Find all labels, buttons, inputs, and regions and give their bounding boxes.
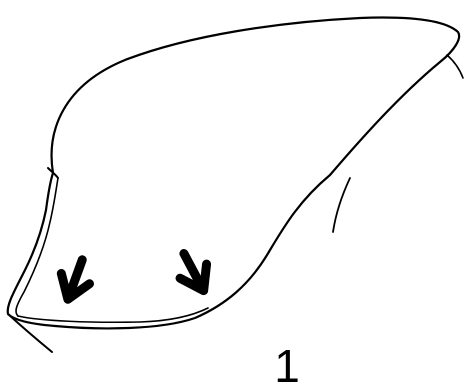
outline-inner-bottom <box>18 308 208 322</box>
outline-branch-right <box>333 178 350 232</box>
outline-mark-top-right <box>447 55 463 78</box>
figure-number-label: 1 <box>262 340 312 392</box>
arrow-right <box>171 246 217 297</box>
arrow-left <box>54 255 97 305</box>
outline-inner-left <box>16 178 58 316</box>
